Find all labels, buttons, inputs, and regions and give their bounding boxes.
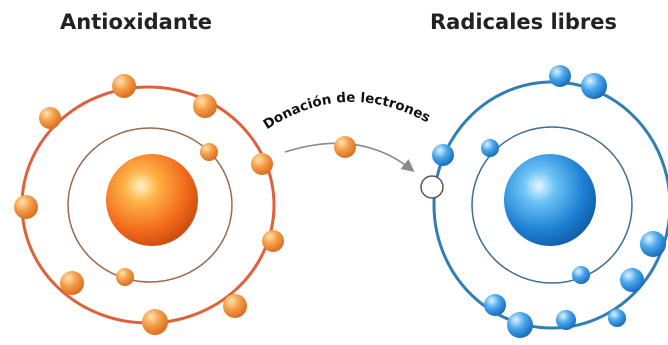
electron-vacancy: [420, 175, 444, 199]
radical-electron: [481, 139, 499, 157]
antioxidant-atom: [14, 74, 284, 335]
antioxidant-inner-orbit: [67, 127, 233, 283]
radical-electron: [640, 231, 666, 257]
donation-arrow-group: Donación de lectrones: [261, 90, 433, 173]
antioxidant-electron: [60, 271, 84, 295]
radical-electron: [581, 73, 607, 99]
antioxidant-electron: [200, 143, 218, 161]
antioxidant-nucleus: [106, 154, 198, 246]
antioxidant-electron: [251, 153, 273, 175]
radical-electron: [484, 294, 506, 316]
radical-electron: [556, 310, 576, 330]
donation-label: Donación de lectrones: [261, 90, 433, 133]
radical-nucleus: [504, 154, 596, 246]
antioxidant-electron: [116, 268, 134, 286]
antioxidant-electron: [39, 107, 61, 129]
radical-electron: [572, 266, 590, 284]
free-radicals-title: Radicales libres: [430, 10, 617, 34]
radical-electron: [620, 268, 644, 292]
free-radical-atom: [420, 65, 668, 338]
antioxidant-electron: [193, 94, 217, 118]
donated-electron: [334, 136, 356, 158]
radical-electron: [507, 312, 533, 338]
antioxidant-electron: [262, 230, 284, 252]
radical-inner-orbit: [471, 126, 633, 284]
antioxidant-electron: [223, 294, 247, 318]
radical-electron: [549, 65, 571, 87]
antioxidant-electron: [142, 309, 168, 335]
antioxidant-title: Antioxidante: [60, 10, 213, 34]
radical-electron: [432, 144, 454, 166]
antioxidant-electron: [112, 74, 136, 98]
antioxidant-electron: [14, 195, 38, 219]
radical-electron: [608, 309, 626, 327]
